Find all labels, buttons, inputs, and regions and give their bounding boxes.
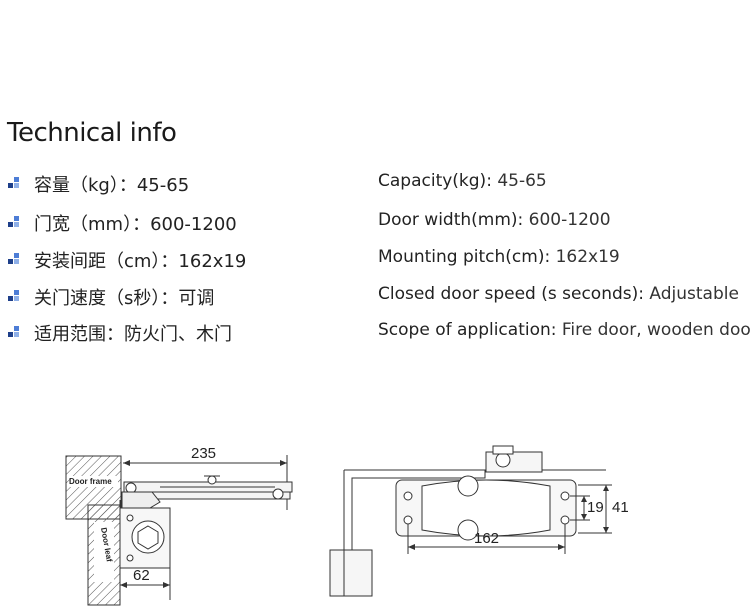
spec-zh: 关门速度（s秒）：可调	[34, 288, 215, 309]
spec-en-value: 600-1200	[528, 210, 611, 230]
dim-label-62: 62	[133, 567, 150, 584]
spec-en-label: Capacity(kg):	[378, 171, 492, 191]
page-title: Technical info	[7, 118, 177, 148]
bullet-icon	[8, 253, 19, 264]
spec-en-value: Fire door, wooden door	[561, 320, 750, 340]
spec-zh: 适用范围：防火门、木门	[34, 324, 232, 345]
spec-row-closing-speed: 关门速度（s秒）：可调 Closed door speed (s seconds…	[0, 281, 750, 311]
spec-en-label: Scope of application:	[378, 320, 557, 340]
lower-bracket	[329, 549, 373, 597]
spec-en-label: Mounting pitch(cm):	[378, 247, 551, 267]
spec-en-label: Door width(mm):	[378, 210, 524, 230]
bullet-icon	[8, 216, 19, 227]
spec-zh: 容量（kg）：45-65	[34, 175, 190, 196]
spec-row-capacity: 容量（kg）：45-65 Capacity(kg): 45-65	[0, 168, 750, 198]
spec-en: Mounting pitch(cm): 162x19	[378, 247, 620, 267]
spec-row-scope: 适用范围：防火门、木门 Scope of application: Fire d…	[0, 317, 750, 347]
spec-en: Scope of application: Fire door, wooden …	[378, 320, 750, 340]
spec-zh: 安装间距（cm）：162x19	[34, 251, 247, 272]
spec-en-value: Adjustable	[649, 284, 739, 304]
spec-en: Capacity(kg): 45-65	[378, 171, 547, 191]
spec-row-door-width: 门宽（mm）：600-1200 Door width(mm): 600-1200	[0, 207, 750, 237]
spec-en: Door width(mm): 600-1200	[378, 210, 611, 230]
bullet-icon	[8, 326, 19, 337]
spec-en-value: 45-65	[497, 171, 547, 191]
spec-row-mounting-pitch: 安装间距（cm）：162x19 Mounting pitch(cm): 162x…	[0, 244, 750, 274]
dim-label-235: 235	[191, 445, 216, 462]
spec-zh: 门宽（mm）：600-1200	[34, 214, 237, 235]
spec-en-label: Closed door speed (s seconds):	[378, 284, 644, 304]
dim-label-162: 162	[474, 530, 499, 547]
bullet-icon	[8, 177, 19, 188]
bullet-icon	[8, 290, 19, 301]
arm	[344, 469, 486, 550]
right-drawing	[329, 445, 612, 597]
label-door-frame: Door frame	[69, 477, 112, 486]
dim-label-41: 41	[612, 499, 629, 516]
spec-en: Closed door speed (s seconds): Adjustabl…	[378, 284, 739, 304]
spec-en-value: 162x19	[555, 247, 620, 267]
left-drawing	[65, 455, 293, 606]
installation-drawing: 235 62 Door frame Door leaf	[65, 445, 629, 606]
top-bracket	[485, 451, 543, 473]
dim-label-19: 19	[587, 499, 604, 516]
